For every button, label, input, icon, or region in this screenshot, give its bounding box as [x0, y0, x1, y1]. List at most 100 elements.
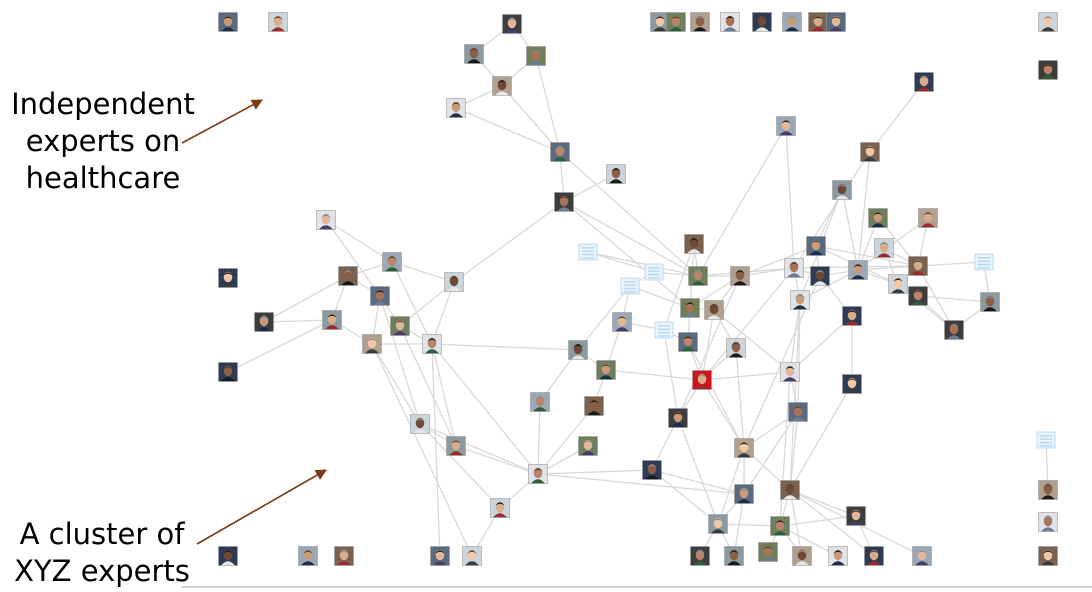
- expert-avatar-node[interactable]: [734, 484, 754, 504]
- expert-avatar-node[interactable]: [828, 546, 848, 566]
- document-node-icon[interactable]: [654, 321, 674, 339]
- expert-avatar-node[interactable]: [370, 286, 390, 306]
- expert-avatar-node[interactable]: [422, 334, 442, 354]
- expert-avatar-node[interactable]: [842, 306, 862, 326]
- expert-avatar-node[interactable]: [788, 402, 808, 422]
- expert-avatar-node[interactable]: [1038, 12, 1058, 32]
- expert-avatar-node[interactable]: [550, 142, 570, 162]
- expert-avatar-node[interactable]: [678, 332, 698, 352]
- expert-avatar-node[interactable]: [684, 234, 704, 254]
- expert-avatar-node[interactable]: [218, 546, 238, 566]
- expert-avatar-node[interactable]: [848, 260, 868, 280]
- expert-avatar-node[interactable]: [808, 12, 828, 32]
- expert-avatar-node[interactable]: [612, 312, 632, 332]
- expert-avatar-node[interactable]: [708, 514, 728, 534]
- expert-avatar-node[interactable]: [218, 362, 238, 382]
- expert-avatar-node[interactable]: [688, 266, 708, 286]
- expert-avatar-node[interactable]: [720, 12, 740, 32]
- expert-avatar-node[interactable]: [218, 12, 238, 32]
- expert-avatar-node[interactable]: [944, 320, 964, 340]
- expert-avatar-node[interactable]: [730, 266, 750, 286]
- expert-avatar-node[interactable]: [322, 310, 342, 330]
- expert-avatar-node[interactable]: [874, 238, 894, 258]
- expert-avatar-node[interactable]: [780, 362, 800, 382]
- expert-avatar-node[interactable]: [912, 546, 932, 566]
- expert-avatar-node[interactable]: [490, 498, 510, 518]
- expert-avatar-node[interactable]: [1038, 546, 1058, 566]
- expert-avatar-node[interactable]: [298, 546, 318, 566]
- expert-avatar-node[interactable]: [316, 210, 336, 230]
- expert-avatar-node[interactable]: [868, 208, 888, 228]
- expert-avatar-node[interactable]: [668, 408, 688, 428]
- expert-avatar-node[interactable]: [584, 396, 604, 416]
- expert-avatar-node[interactable]: [444, 272, 464, 292]
- expert-avatar-node[interactable]: [908, 286, 928, 306]
- expert-avatar-node[interactable]: [446, 98, 466, 118]
- expert-avatar-node[interactable]: [864, 546, 884, 566]
- document-node-icon[interactable]: [578, 243, 598, 261]
- expert-avatar-node[interactable]: [846, 506, 866, 526]
- expert-avatar-node[interactable]: [338, 266, 358, 286]
- expert-avatar-node[interactable]: [918, 208, 938, 228]
- expert-avatar-node[interactable]: [430, 546, 450, 566]
- expert-avatar-node[interactable]: [1038, 480, 1058, 500]
- expert-avatar-node[interactable]: [690, 546, 710, 566]
- expert-avatar-node[interactable]: [784, 258, 804, 278]
- expert-avatar-node[interactable]: [642, 460, 662, 480]
- expert-avatar-node[interactable]: [578, 436, 598, 456]
- expert-avatar-node[interactable]: [446, 436, 466, 456]
- expert-avatar-node[interactable]: [464, 44, 484, 64]
- expert-avatar-node[interactable]: [1038, 60, 1058, 80]
- expert-avatar-node[interactable]: [726, 338, 746, 358]
- expert-avatar-node[interactable]: [704, 300, 724, 320]
- expert-avatar-node[interactable]: [334, 546, 354, 566]
- expert-avatar-node[interactable]: [790, 290, 810, 310]
- expert-avatar-node[interactable]: [596, 360, 616, 380]
- expert-avatar-node[interactable]: [462, 546, 482, 566]
- expert-avatar-node[interactable]: [650, 12, 670, 32]
- expert-avatar-node[interactable]: [218, 268, 238, 288]
- expert-avatar-node[interactable]: [690, 12, 710, 32]
- expert-avatar-node[interactable]: [568, 340, 588, 360]
- expert-avatar-node[interactable]: [362, 334, 382, 354]
- expert-avatar-node[interactable]: [382, 252, 402, 272]
- expert-avatar-node[interactable]: [888, 274, 908, 294]
- document-node-icon[interactable]: [1036, 431, 1056, 449]
- expert-avatar-node[interactable]: [780, 480, 800, 500]
- expert-avatar-node[interactable]: [752, 12, 772, 32]
- expert-avatar-node[interactable]: [254, 312, 274, 332]
- expert-avatar-node[interactable]: [606, 164, 626, 184]
- expert-avatar-node[interactable]: [554, 192, 574, 212]
- expert-avatar-node[interactable]: [908, 256, 928, 276]
- expert-avatar-node[interactable]: [776, 116, 796, 136]
- expert-avatar-node[interactable]: [810, 266, 830, 286]
- expert-avatar-node[interactable]: [680, 298, 700, 318]
- expert-avatar-node[interactable]: [390, 316, 410, 336]
- expert-avatar-node[interactable]: [826, 12, 846, 32]
- expert-avatar-node[interactable]: [770, 516, 790, 536]
- expert-avatar-node[interactable]: [530, 392, 550, 412]
- expert-avatar-node[interactable]: [842, 374, 862, 394]
- expert-avatar-node[interactable]: [860, 142, 880, 162]
- expert-avatar-node[interactable]: [526, 46, 546, 66]
- expert-avatar-node[interactable]: [1038, 512, 1058, 532]
- expert-avatar-node[interactable]: [792, 546, 812, 566]
- expert-avatar-node[interactable]: [410, 414, 430, 434]
- expert-avatar-node[interactable]: [502, 14, 522, 34]
- expert-avatar-node[interactable]: [806, 236, 826, 256]
- document-node-icon[interactable]: [644, 263, 664, 281]
- expert-avatar-node[interactable]: [724, 546, 744, 566]
- expert-avatar-node[interactable]: [914, 72, 934, 92]
- expert-avatar-node[interactable]: [832, 180, 852, 200]
- expert-avatar-node[interactable]: [528, 464, 548, 484]
- expert-avatar-node[interactable]: [492, 76, 512, 96]
- document-node-icon[interactable]: [620, 277, 640, 295]
- expert-avatar-node[interactable]: [980, 292, 1000, 312]
- expert-avatar-node[interactable]: [666, 12, 686, 32]
- expert-avatar-node[interactable]: [734, 438, 754, 458]
- expert-avatar-node[interactable]: [758, 542, 778, 562]
- document-node-icon[interactable]: [974, 253, 994, 271]
- expert-avatar-node[interactable]: [268, 12, 288, 32]
- expert-avatar-node[interactable]: [782, 12, 802, 32]
- expert-avatar-node[interactable]: [692, 370, 712, 390]
